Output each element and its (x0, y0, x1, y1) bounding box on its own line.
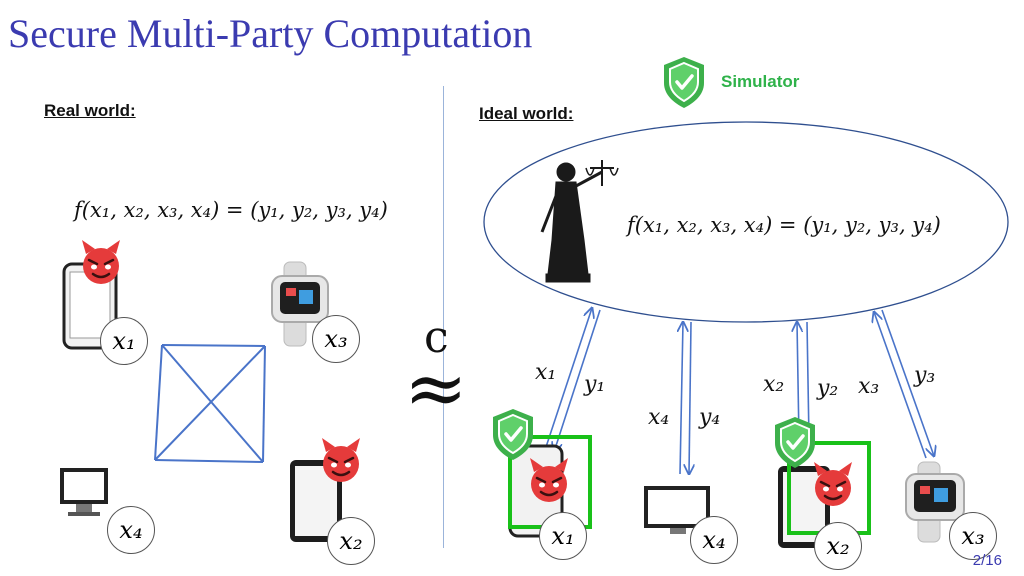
corrupted-devil-icon (320, 436, 362, 484)
arrow-label-x1: x₁ (535, 360, 557, 385)
arrow-label-x4: x₄ (648, 405, 670, 430)
party-x1-circle: x₁ (100, 317, 148, 365)
arrow-label-x2: x₂ (763, 372, 785, 397)
arrow-label-y4: y₄ (699, 405, 721, 430)
party-network (154, 344, 266, 463)
monitor-icon (60, 468, 108, 516)
approx-symbol: ≈ (404, 343, 468, 432)
smartwatch-icon (905, 461, 965, 543)
ideal-world-label: Ideal world: (479, 104, 574, 123)
party-x4-label: x₄ (119, 516, 143, 544)
real-world-formula: f(x₁, x₂, x₃, x₄) = (y₁, y₂, y₃, y₄) (74, 198, 388, 222)
corrupted-devil-icon (812, 460, 854, 508)
arrow-label-y3: y₃ (914, 363, 936, 388)
page-number: 2/16 (972, 552, 1002, 569)
party-x2-circle: x₂ (327, 517, 375, 565)
party-x4-circle: x₄ (107, 506, 155, 554)
monitor-icon (644, 486, 710, 534)
world-divider (443, 86, 444, 548)
party-x2-label: x₂ (826, 532, 850, 560)
lady-justice-icon (540, 160, 619, 283)
party-x3-circle: x₃ (312, 315, 360, 363)
smartwatch-icon (271, 261, 329, 347)
trusted-party-ellipse (483, 121, 1009, 323)
computational-c-label: c (424, 312, 449, 363)
party-x3-label: x₃ (961, 522, 985, 550)
simulator-shield-icon (773, 415, 817, 470)
real-world-label: Real world: (44, 101, 136, 120)
party-x1-label: x₁ (551, 522, 575, 550)
party-x1-label: x₁ (112, 327, 136, 355)
simulator-shield-icon (662, 55, 706, 110)
party-x3-circle: x₃ (949, 512, 997, 560)
arrow-label-y2: y₂ (817, 376, 839, 401)
party-x3-label: x₃ (324, 325, 348, 353)
party-x4-circle: x₄ (690, 516, 738, 564)
simulator-label: Simulator (721, 72, 800, 91)
party-x2-circle: x₂ (814, 522, 862, 570)
ideal-world-formula: f(x₁, x₂, x₃, x₄) = (y₁, y₂, y₃, y₄) (627, 213, 941, 237)
tablet-icon (290, 460, 342, 542)
slide-title: Secure Multi-Party Computation (8, 11, 533, 56)
arrow-label-y1: y₁ (584, 372, 606, 397)
party-x1-circle: x₁ (539, 512, 587, 560)
arrow-label-x3: x₃ (858, 374, 880, 399)
corrupted-devil-icon (80, 238, 122, 286)
party-x4-label: x₄ (702, 526, 726, 554)
party-x2-label: x₂ (339, 527, 363, 555)
